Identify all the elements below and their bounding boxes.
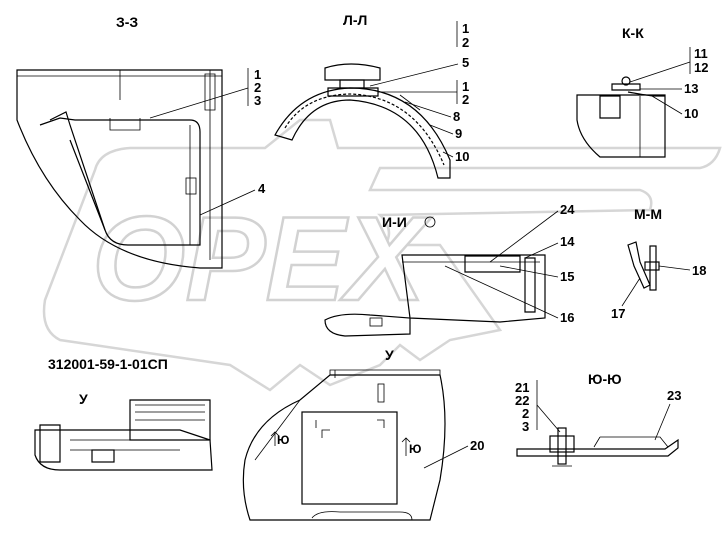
callouts-k: 11 12 13 10	[629, 46, 708, 121]
section-title-z: З-З	[116, 14, 138, 30]
callout-l-5: 5	[462, 55, 469, 70]
view-u-center-drawing	[242, 369, 446, 521]
watermark: OPEX	[42, 118, 722, 392]
section-m-drawing	[627, 241, 660, 291]
callout-z-3: 3	[254, 93, 261, 108]
callout-i-14: 14	[560, 234, 575, 249]
callouts-m: 18 17	[611, 263, 706, 321]
callout-yu-22: 22	[515, 393, 529, 408]
watermark-text: OPEX	[92, 192, 432, 326]
callout-k-11: 11	[694, 46, 708, 61]
section-marker-right: Ю	[409, 442, 421, 456]
callout-l-2-mid: 2	[462, 92, 469, 107]
section-i-marker	[424, 216, 436, 228]
callout-l-1-top: 1	[462, 21, 469, 36]
callout-yu-2: 2	[522, 406, 529, 421]
callout-m-18: 18	[692, 263, 706, 278]
callout-z-4: 4	[258, 181, 266, 196]
section-l-drawing	[274, 63, 451, 179]
callout-z-1: 1	[254, 67, 261, 82]
section-marker-left: Ю	[277, 433, 289, 447]
callout-u-20: 20	[470, 438, 484, 453]
section-title-m: М-М	[634, 206, 662, 222]
section-title-u: У	[385, 347, 394, 363]
section-yu-drawing	[516, 427, 679, 467]
callout-l-1-mid: 1	[462, 79, 469, 94]
section-z-drawing	[16, 69, 223, 269]
view-u-left-drawing	[34, 399, 213, 471]
drawing-code: 312001-59-1-01СП	[48, 356, 168, 372]
section-title-l: Л-Л	[343, 12, 367, 28]
section-title-yu: Ю-Ю	[588, 371, 622, 387]
view-u-label: У	[79, 391, 88, 407]
section-i-drawing	[324, 254, 546, 337]
callout-i-24: 24	[560, 202, 575, 217]
callout-m-17: 17	[611, 306, 625, 321]
callout-i-16: 16	[560, 310, 574, 325]
callouts-z: 1 2 3 4	[149, 67, 266, 216]
callout-l-9: 9	[455, 126, 462, 141]
callout-l-2-top: 2	[462, 35, 469, 50]
section-title-i: И-И	[382, 214, 407, 230]
callouts-yu: 21 22 2 3 23	[515, 380, 681, 441]
callout-yu-23: 23	[667, 388, 681, 403]
callout-yu-3: 3	[522, 419, 529, 434]
callouts-l: 1 2 5 1 2 8 9 10	[369, 21, 469, 164]
markers-u: Ю Ю 20	[270, 431, 484, 469]
section-title-k: К-К	[622, 25, 644, 41]
callout-l-10: 10	[455, 149, 469, 164]
callout-k-13: 13	[684, 81, 698, 96]
callout-i-15: 15	[560, 269, 574, 284]
callouts-i: 24 14 15 16	[444, 202, 575, 325]
callout-z-2: 2	[254, 80, 261, 95]
callout-k-12: 12	[694, 60, 708, 75]
callout-l-8: 8	[453, 109, 460, 124]
callout-k-10: 10	[684, 106, 698, 121]
section-k-drawing	[576, 76, 666, 158]
callout-yu-21: 21	[515, 380, 529, 395]
